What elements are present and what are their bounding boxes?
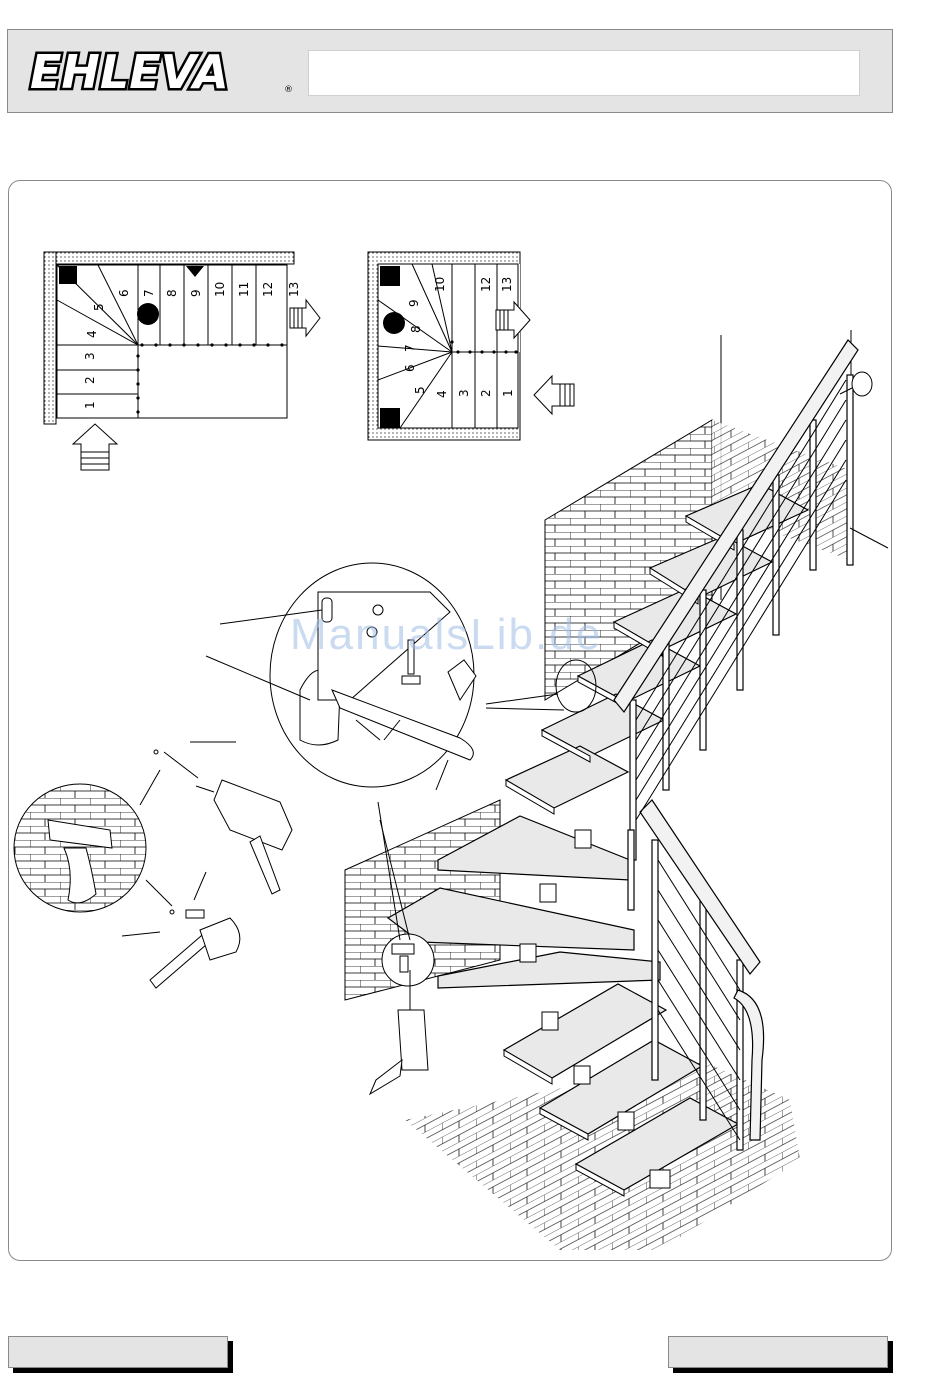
svg-text:3: 3 [83,352,97,360]
svg-text:1: 1 [501,389,515,397]
svg-text:1: 1 [83,401,97,409]
svg-text:12: 12 [479,277,493,292]
svg-text:13: 13 [500,277,514,292]
svg-text:8: 8 [409,325,423,333]
svg-text:3: 3 [457,389,471,397]
svg-text:9: 9 [407,299,421,307]
drill-icon [154,742,292,894]
svg-text:13: 13 [287,282,301,297]
stair-plan-left: 1 2 3 4 5 6 7 8 9 10 11 12 13 [44,252,320,470]
svg-text:5: 5 [413,386,427,394]
svg-text:9: 9 [189,289,203,297]
svg-text:8: 8 [165,289,179,297]
svg-text:2: 2 [479,389,493,397]
arrow-icon [73,424,117,470]
svg-text:4: 4 [85,330,99,338]
footer-right-box [668,1336,888,1368]
svg-text:6: 6 [403,364,417,372]
svg-text:5: 5 [92,303,106,311]
hammer-icon [122,872,240,988]
svg-text:7: 7 [403,344,417,352]
svg-text:11: 11 [237,282,251,297]
stair-plan-right: 1 2 3 4 5 6 7 8 9 10 12 13 [368,252,574,440]
svg-text:7: 7 [142,289,156,297]
svg-text:2: 2 [83,376,97,384]
svg-text:10: 10 [433,277,447,292]
watermark: ManualsLib.de [290,610,602,660]
arrow-icon [534,376,574,414]
stair-isometric [14,330,888,1250]
svg-text:4: 4 [435,390,449,398]
arrow-icon [290,300,320,336]
svg-text:10: 10 [213,282,227,297]
footer-left-box [8,1336,228,1368]
svg-text:6: 6 [117,289,131,297]
svg-text:12: 12 [261,282,275,297]
